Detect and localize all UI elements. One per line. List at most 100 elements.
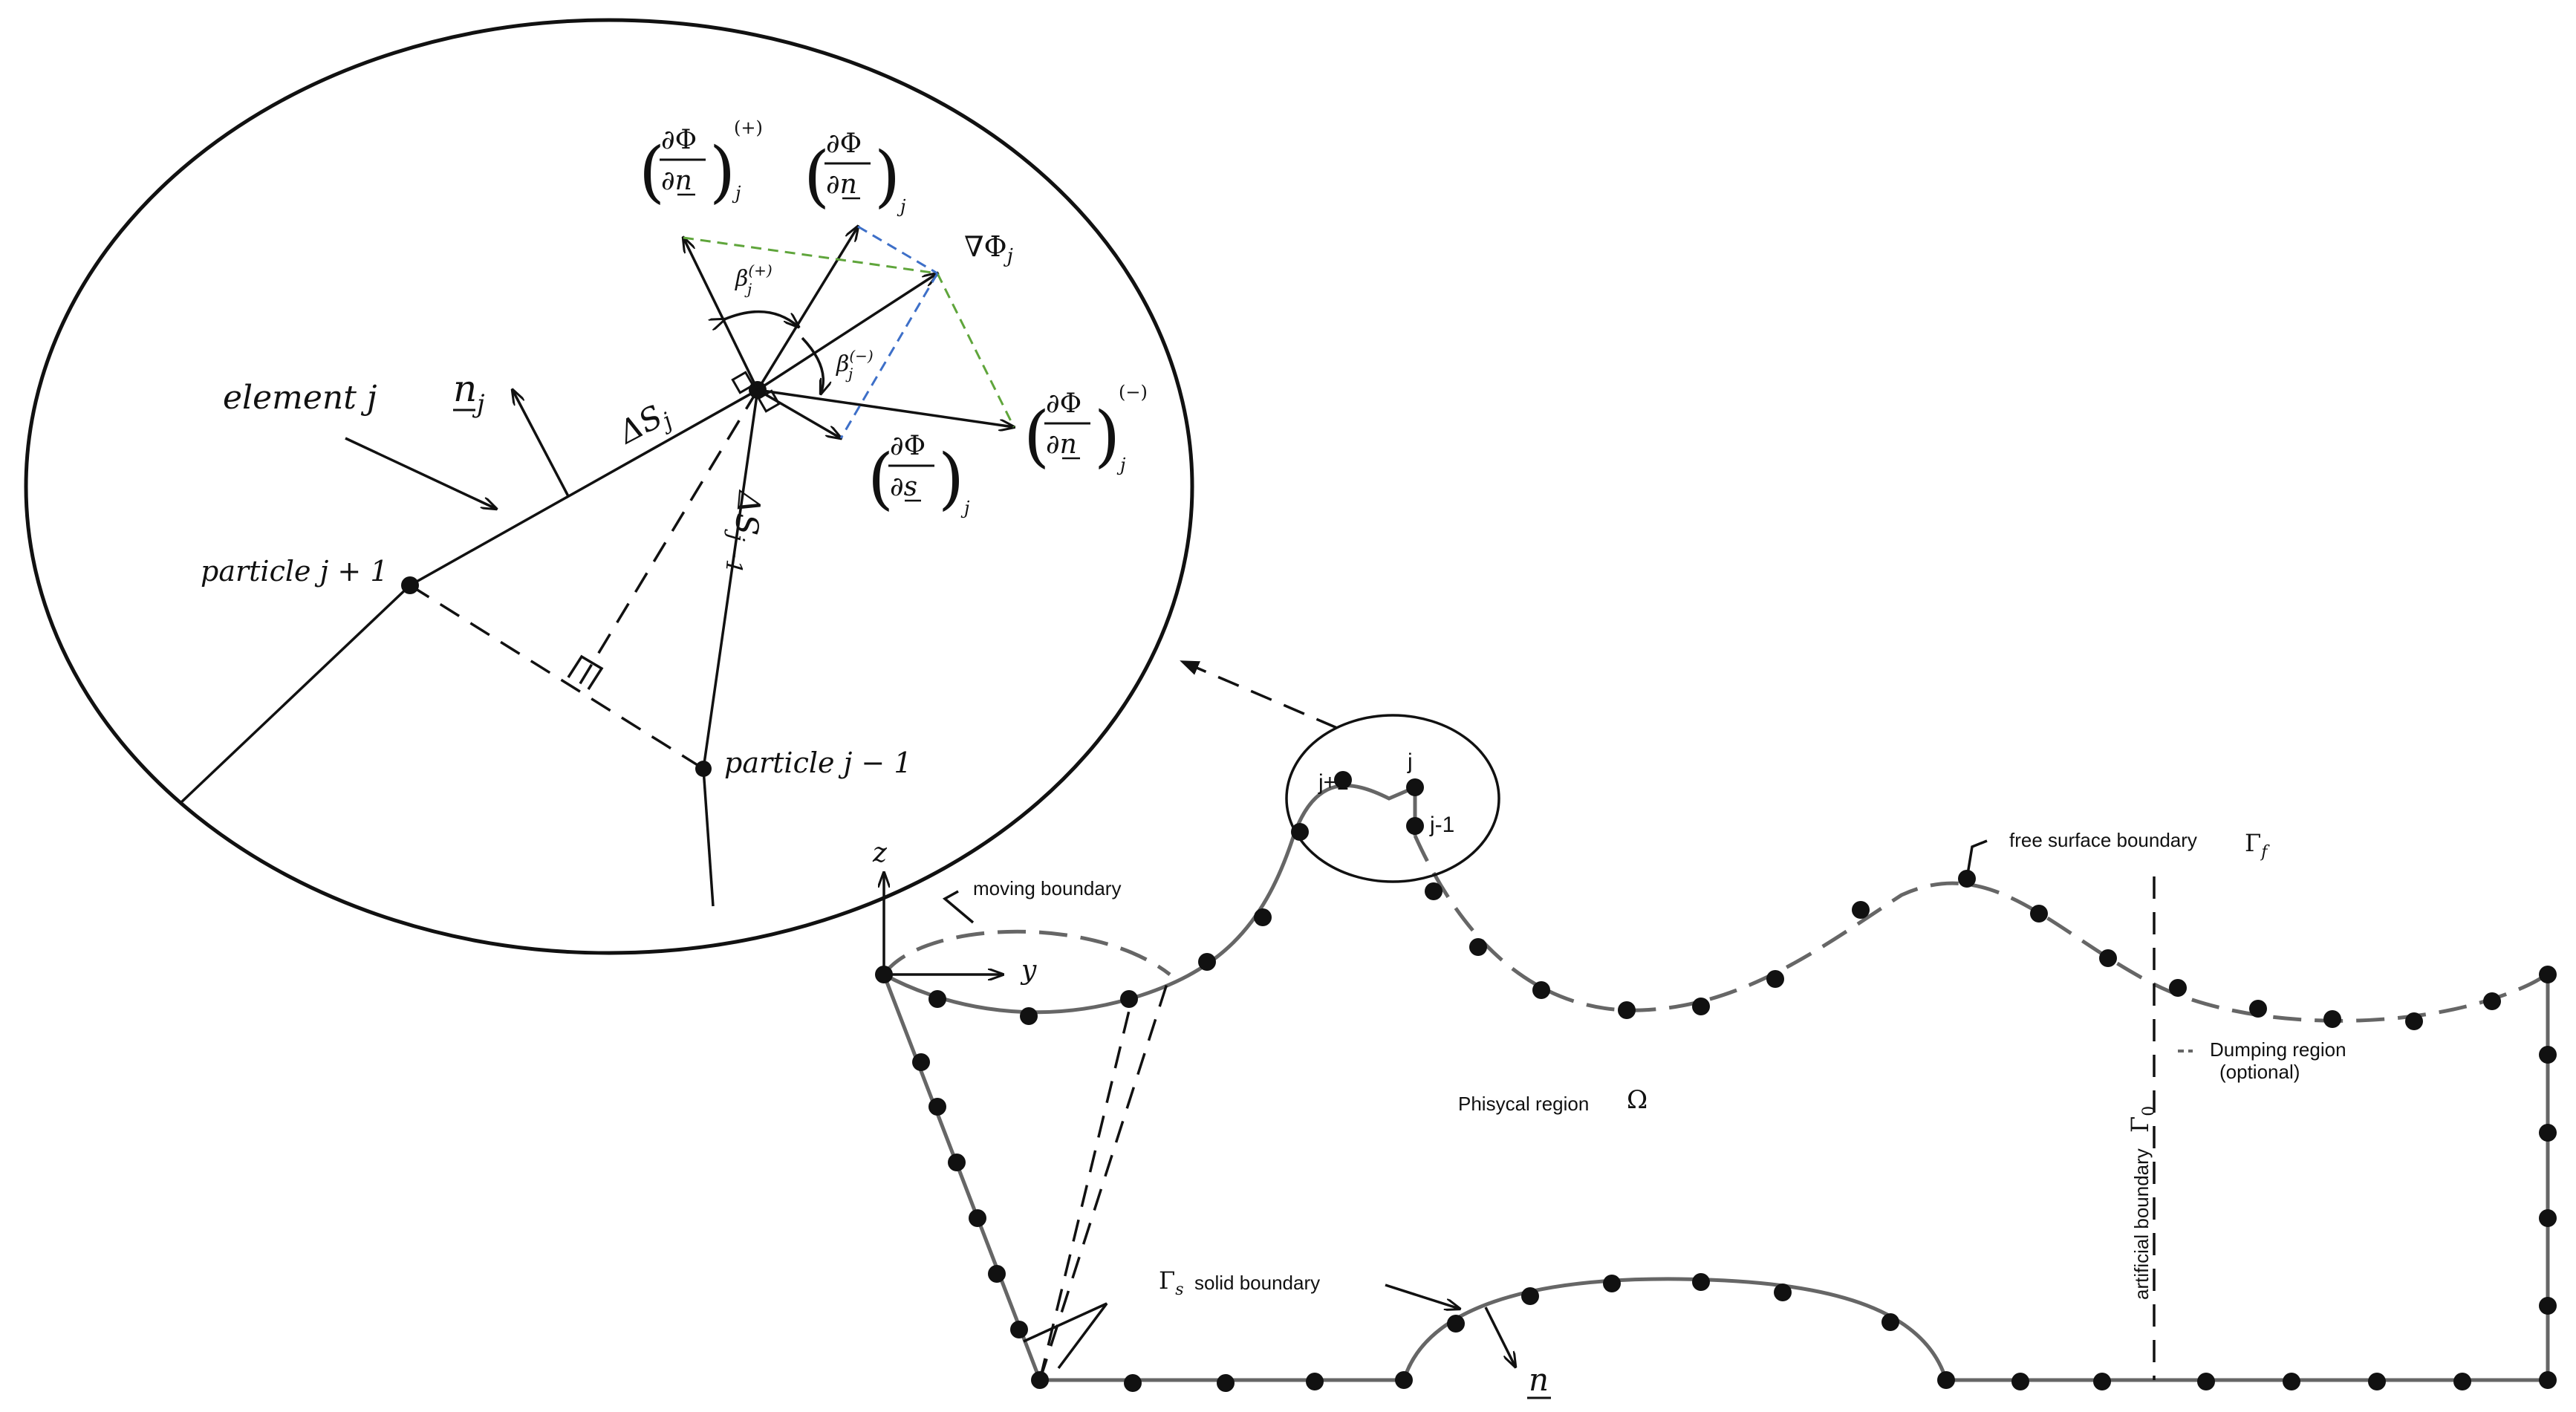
dumping-region-label: Dumping region — [2210, 1038, 2346, 1061]
svg-text:(−): (−) — [1119, 382, 1148, 403]
boundary-node — [2323, 1010, 2341, 1028]
omega-label: Ω — [1627, 1085, 1648, 1115]
svg-text:∂Φ: ∂Φ — [1046, 388, 1082, 419]
boundary-node — [1254, 908, 1272, 926]
boundary-node — [969, 1209, 986, 1227]
svg-text:): ) — [874, 137, 900, 215]
bisector-dashed — [578, 389, 759, 686]
svg-text:∂Φ: ∂Φ — [661, 125, 697, 155]
boundary-node — [2093, 1373, 2111, 1390]
dphi-dn-plus-label: ( ∂Φ ∂n ) (+) j — [639, 117, 763, 211]
dphi-ds-label: ( ∂Φ ∂s ) j — [868, 431, 970, 518]
boundary-node — [2249, 1000, 2267, 1018]
svg-text:(: ( — [804, 137, 830, 215]
hinge-marker — [1023, 1302, 1108, 1370]
axis-z-label: z — [872, 838, 888, 868]
boundary-nodes — [875, 771, 2557, 1392]
element-j-label: element j — [223, 379, 377, 417]
particle-j-minus-1-dot — [695, 761, 712, 777]
boundary-node — [1692, 998, 1710, 1015]
svg-text:(+): (+) — [734, 117, 763, 138]
delta-sj-minus-1-label: ΔSj−1 — [720, 488, 768, 576]
green-dash-top — [683, 236, 938, 275]
free-surface-leader — [1965, 839, 1988, 879]
boundary-node — [1395, 1371, 1413, 1389]
dphi-ds-arrow — [757, 388, 841, 438]
dphi-dn-minus-arrow — [757, 388, 1014, 427]
zoom-ellipse — [24, 18, 1194, 955]
element-j-line — [409, 388, 758, 587]
svg-text:(: ( — [1024, 397, 1050, 475]
boundary-node — [1291, 823, 1309, 841]
svg-text:∇Φj: ∇Φj — [964, 230, 1013, 267]
svg-text:∂Φ: ∂Φ — [890, 431, 926, 461]
svg-text:β(+): β(+) — [735, 261, 773, 292]
right-angle-bottom — [567, 654, 604, 690]
boundary-node — [1447, 1315, 1465, 1333]
boundary-node — [1532, 981, 1550, 999]
blue-dash-top — [857, 225, 938, 275]
svg-text:β(−): β(−) — [836, 347, 874, 377]
normal-n-arrow — [1484, 1307, 1515, 1367]
free-surface-left — [882, 784, 1417, 1015]
svg-text:j: j — [845, 365, 853, 383]
boundary-node — [1406, 817, 1424, 835]
svg-text:artificial boundary: artificial boundary — [2130, 1148, 2153, 1300]
svg-text:(: ( — [639, 133, 665, 211]
svg-text:Γf: Γf — [2245, 829, 2270, 862]
outer-line-bottom — [702, 768, 715, 907]
boundary-node — [2539, 1209, 2557, 1227]
boundary-node — [2483, 992, 2501, 1010]
svg-text:): ) — [938, 440, 964, 518]
svg-text:ΔSj−1: ΔSj−1 — [720, 488, 768, 576]
svg-text:ΔSj: ΔSj — [611, 394, 677, 455]
moving-boundary-label-leader — [942, 890, 975, 924]
boundary-node — [1198, 953, 1216, 971]
dumping-region-optional: (optional) — [2219, 1061, 2300, 1083]
boundary-node — [1020, 1007, 1038, 1025]
grad-phi-label: ∇Φj — [964, 230, 1013, 267]
right-angle-box-right — [757, 389, 781, 413]
svg-text:∂s: ∂s — [890, 472, 917, 502]
boundary-node — [2539, 1046, 2557, 1064]
svg-text:j: j — [744, 280, 752, 298]
boundary-node — [2539, 1297, 2557, 1315]
right-angle-box-left — [731, 371, 755, 394]
physical-region-label: Phisycal region — [1458, 1093, 1589, 1115]
boundary-node — [2283, 1373, 2300, 1390]
svg-text:∂n: ∂n — [1046, 429, 1077, 460]
left-sloping-wall — [882, 974, 1042, 1381]
normal-nj-arrow — [513, 390, 570, 497]
artificial-boundary-label: artificial boundary Γ0 — [2126, 1106, 2159, 1300]
boundary-node — [2099, 949, 2117, 967]
chord-dashed — [409, 584, 704, 770]
boundary-node — [2539, 966, 2557, 983]
beta-plus-label: β(+) j — [735, 261, 773, 298]
boundary-node — [1334, 771, 1352, 789]
svg-text:∂Φ: ∂Φ — [826, 128, 862, 159]
boundary-node — [2169, 979, 2187, 997]
svg-text:Γ0: Γ0 — [2126, 1106, 2159, 1133]
dphi-dn-label: ( ∂Φ ∂n ) j — [804, 128, 906, 217]
boundary-node — [1469, 938, 1487, 956]
svg-text:): ) — [709, 133, 735, 211]
boundary-node — [1521, 1287, 1539, 1305]
solid-boundary-label: Γs solid boundary — [1159, 1266, 1320, 1299]
wavemaker-dashed-left — [1038, 995, 1134, 1381]
boundary-node — [875, 966, 893, 983]
grad-phi-arrow — [757, 273, 937, 391]
boundary-node — [1306, 1373, 1324, 1390]
boundary-node — [1881, 1313, 1899, 1331]
boundary-node — [1958, 870, 1976, 888]
svg-text:n: n — [1529, 1361, 1549, 1398]
normal-n-label: n — [1527, 1361, 1551, 1399]
boundary-node — [1603, 1275, 1621, 1292]
element-j-pointer — [345, 437, 496, 509]
boundary-node — [2539, 1124, 2557, 1142]
delta-sj-label: ΔSj — [611, 394, 677, 455]
domain-view: z y moving boundary free surface boundar… — [872, 714, 2557, 1399]
particle-j-plus-1-dot — [401, 576, 419, 594]
boundary-node — [1937, 1371, 1955, 1389]
moving-boundary-label: moving boundary — [973, 877, 1121, 899]
